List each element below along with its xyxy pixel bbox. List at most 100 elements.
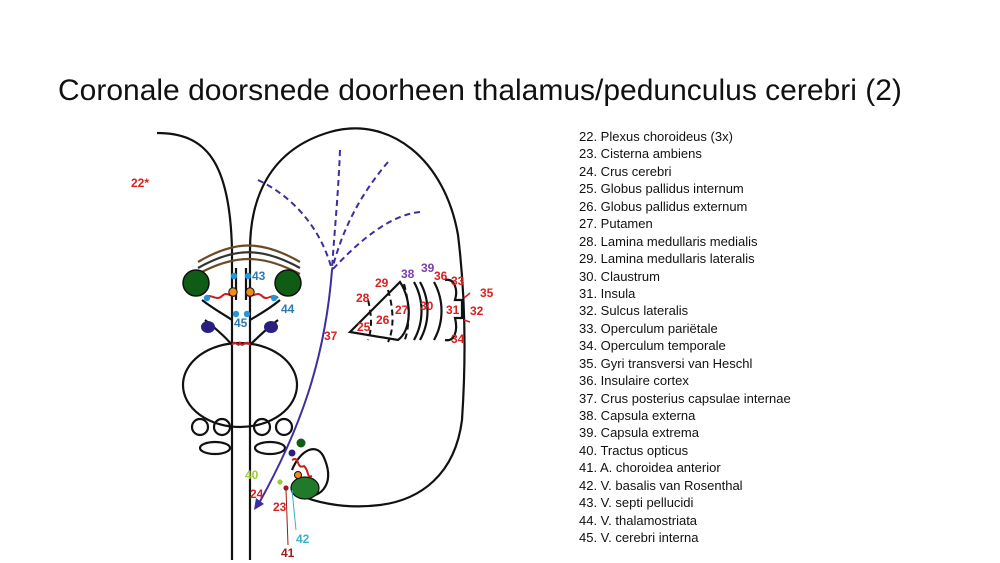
right-hemisphere-contour [248,127,466,508]
small-circle-1 [190,417,210,437]
small-oval-left [198,440,232,456]
thalamus-outline [201,299,281,321]
label-26: 26 [376,313,390,327]
vein-dot-blue-4 [270,294,278,302]
label-31: 31 [446,303,460,317]
legend-item-41: 41. A. choroidea anterior [579,460,721,476]
corpus-callosum-arc-3 [197,258,301,275]
legend-item-23: 23. Cisterna ambiens [579,146,702,162]
claustrum-arc [433,281,443,341]
label-28: 28 [356,291,370,305]
legend-item-28: 28. Lamina medullaris medialis [579,233,758,249]
small-circle-2 [212,417,232,437]
label-33: 33 [451,274,465,288]
legend-item-35: 35. Gyri transversi van Heschl [579,355,753,371]
legend-item-29: 29. Lamina medullaris lateralis [579,251,755,267]
tract-arrowhead [254,498,264,510]
legend-item-44: 44. V. thalamostriata [579,512,698,528]
label-22: 22* [131,176,149,190]
vein-dot-orange-1 [228,287,238,297]
plexus-bottom [231,341,251,346]
legend-item-31: 31. Insula [579,285,636,301]
dashed-tract-4 [331,211,421,271]
label-29: 29 [375,276,389,290]
legend-item-34: 34. Operculum temporale [579,338,726,354]
dashed-lamina-3 [403,283,410,343]
label-35: 35 [480,286,494,300]
brain-coronal-diagram: 22* 43 44 45 37 38 39 29 36 33 35 28 27 … [131,127,494,560]
insula-shape [444,278,464,342]
arrow-35 [463,292,471,299]
vein-dot-orange-3 [294,471,302,479]
plexus-lower-right [291,458,313,478]
dashed-lamina-1 [367,299,372,341]
label-45: 45 [234,316,248,330]
label-37: 37 [324,329,338,343]
label-38: 38 [401,267,415,281]
label-36: 36 [434,269,448,283]
legend-item-42: 42. V. basalis van Rosenthal [579,477,743,493]
dashed-tract-1 [331,149,341,271]
legend-item-45: 45. V. cerebri interna [579,530,699,546]
label-39: 39 [421,261,435,275]
pointer-42 [291,489,297,531]
legend-item-37: 37. Crus posterius capsulae internae [579,390,791,406]
vein-dot-orange-2 [245,287,255,297]
left-hemisphere-contour [156,131,234,251]
legend-item-32: 32. Sulcus lateralis [579,303,689,319]
arrow-32 [463,319,471,323]
legend-list: 22. Plexus choroideus (3x) 23. Cisterna … [579,128,791,547]
vein-dot-blue-1 [230,272,238,280]
legend-item-39: 39. Capsula extrema [579,425,699,441]
legend-item-24: 24. Crus cerebri [579,163,672,179]
choroidal-artery-dot [283,485,289,491]
indigo-dot-lower [288,449,296,457]
dashed-tract-3 [331,161,389,271]
putamen-arc-1 [413,281,423,341]
small-circle-3 [252,417,272,437]
label-41: 41 [281,546,295,560]
pons-oval [181,341,299,429]
corpus-callosum-arc-1 [197,244,301,263]
label-23: 23 [273,500,287,514]
legend-item-36: 36. Insulaire cortex [579,373,689,389]
label-25: 25 [357,320,371,334]
small-oval-right [253,440,287,456]
label-24: 24 [250,487,264,501]
optic-tract-dot [277,479,283,485]
vein-dot-blue-5 [232,310,240,318]
legend-item-27: 27. Putamen [579,216,653,232]
small-circle-4 [274,417,294,437]
vein-dot-blue-2 [244,272,252,280]
putamen-arc-2 [419,281,429,341]
indigo-nucleus-right [264,321,278,333]
lateral-ventricle-left [182,269,210,297]
dashed-tract-2 [257,179,333,271]
slide-title: Coronale doorsnede doorheen thalamus/ped… [58,74,902,107]
legend-item-30: 30. Claustrum [579,268,660,284]
indigo-nucleus-left [201,321,215,333]
dashed-lamina-2 [387,289,394,343]
lateral-ventricle-right [274,269,302,297]
label-34: 34 [451,332,465,346]
label-42: 42 [296,532,310,546]
vein-dot-blue-3 [203,294,211,302]
legend-item-40: 40. Tractus opticus [579,442,689,458]
label-40: 40 [245,468,259,482]
legend-item-43: 43. V. septi pellucidi [579,495,694,511]
label-30: 30 [420,299,434,313]
legend-item-38: 38. Capsula externa [579,408,696,423]
vein-dot-blue-6 [243,310,251,318]
legend-item-25: 25. Globus pallidus internum [579,181,744,197]
legend-item-26: 26. Globus pallidus externum [579,198,748,214]
hippocampus-green [290,476,320,500]
pointer-41 [285,489,289,546]
legend-item-22: 22. Plexus choroideus (3x) [579,129,733,144]
label-43: 43 [252,269,266,283]
legend-item-33: 33. Operculum pariëtale [579,320,718,336]
corpus-callosum-arc-2 [197,251,301,269]
label-32: 32 [470,304,484,318]
crus-posterius-tract [257,269,333,506]
small-green-dot [296,438,306,448]
label-44: 44 [281,302,295,316]
